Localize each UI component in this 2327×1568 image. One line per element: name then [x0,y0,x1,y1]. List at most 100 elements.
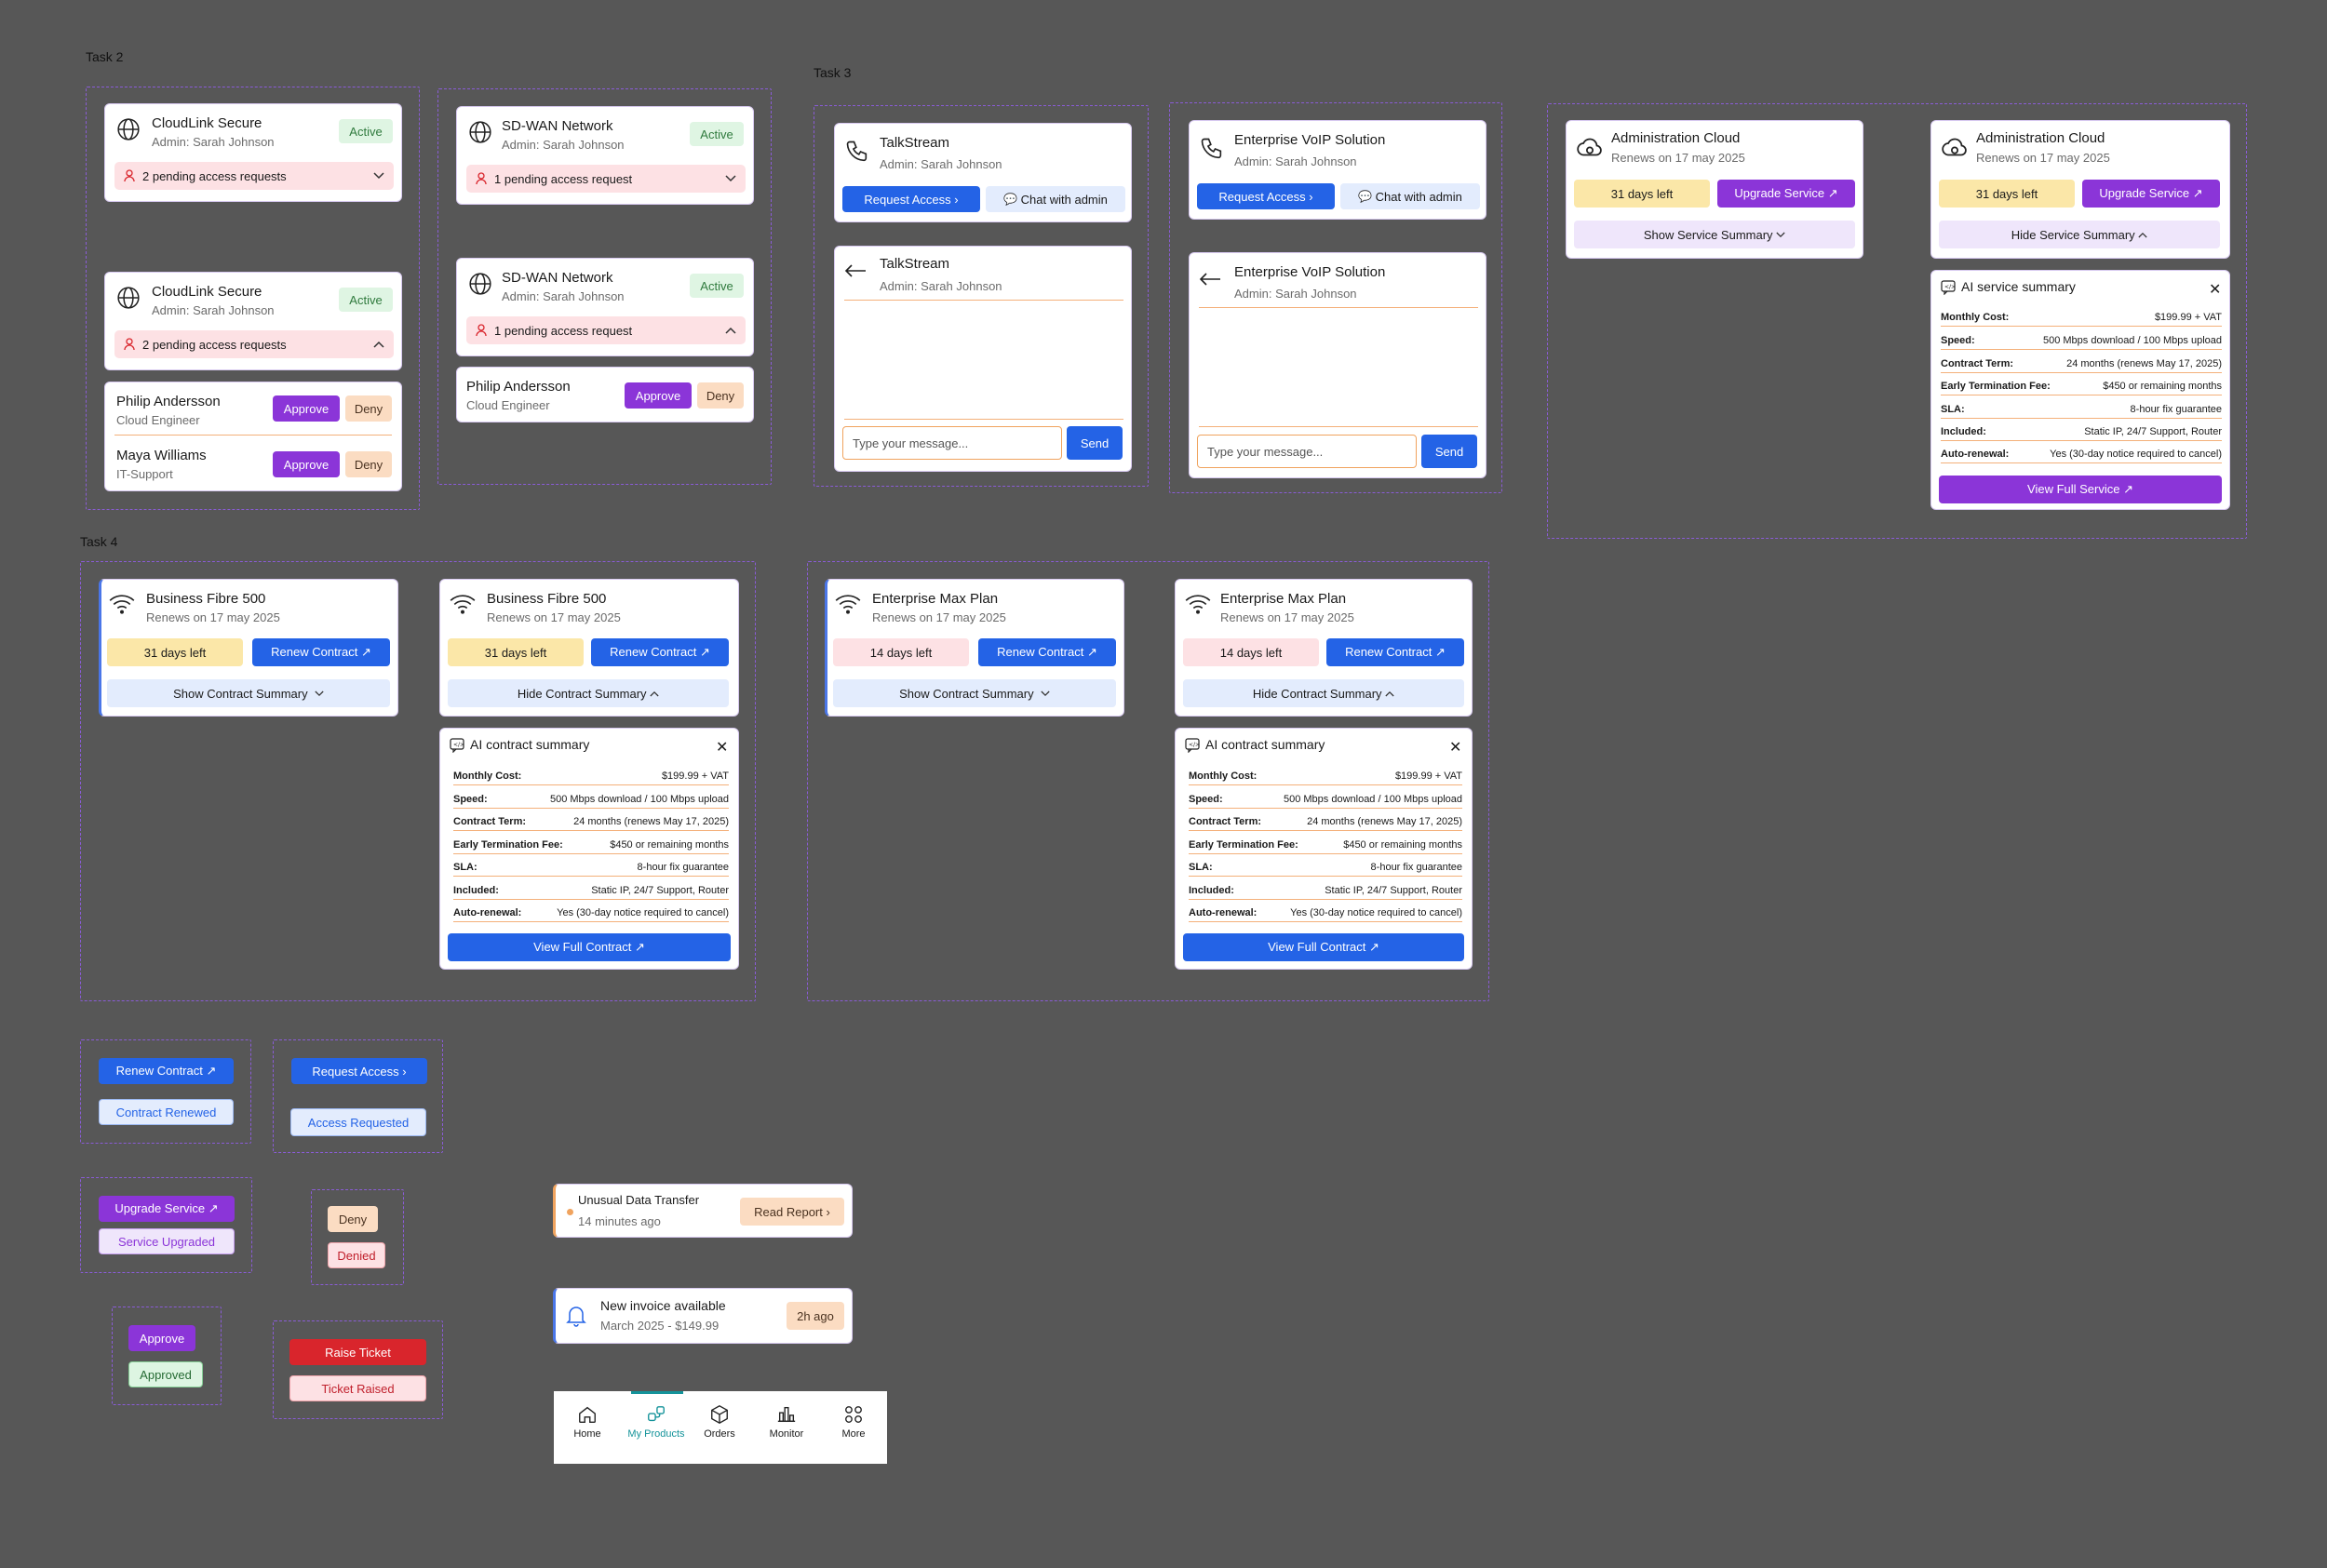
product-title: Enterprise Max Plan [1220,591,1347,607]
task4-label: Task 4 [80,534,118,549]
summary-value: Static IP, 24/7 Support, Router [2084,426,2222,437]
renew-contract-button[interactable]: Renew Contract ↗ [591,638,729,666]
message-input[interactable]: Type your message... [1197,435,1417,468]
renew-contract-button[interactable]: Renew Contract ↗ [978,638,1116,666]
summary-value: Yes (30-day notice required to cancel) [1290,907,1462,918]
approve-button[interactable]: Approve [273,395,340,422]
message-input[interactable]: Type your message... [842,426,1062,460]
request-access-label: Request Access [312,1064,399,1079]
summary-row: Early Termination Fee:$450 or remaining … [1941,381,2222,395]
approve-button[interactable]: Approve [625,382,692,409]
close-icon[interactable]: ✕ [2209,282,2222,298]
back-arrow-icon[interactable] [844,263,867,278]
renew-contract-button[interactable]: Renew Contract ↗ [1326,638,1464,666]
hide-service-summary-button[interactable]: Hide Service Summary [1939,221,2220,248]
product-title: TalkStream [880,135,950,151]
product-title: Administration Cloud [1611,130,1741,146]
summary-key: Early Termination Fee: [1189,839,1298,851]
back-arrow-icon[interactable] [1199,272,1221,287]
upgrade-service-button[interactable]: Upgrade Service ↗ [99,1196,235,1222]
summary-key: Early Termination Fee: [1941,381,2051,392]
summary-value: 24 months (renews May 17, 2025) [2066,358,2222,369]
nav-orders[interactable]: Orders [693,1404,746,1440]
nav-label: Monitor [769,1428,804,1440]
voip-card: Enterprise VoIP Solution Admin: Sarah Jo… [1189,120,1486,220]
view-full-service-button[interactable]: View Full Service ↗ [1939,476,2222,503]
approved-badge: Approved [128,1361,203,1387]
deny-button[interactable]: Deny [345,451,392,477]
admin-text: Admin: Sarah Johnson [1234,154,1357,168]
view-full-contract-button[interactable]: View Full Contract ↗ [448,933,731,961]
ai-service-summary-panel: </> AI service summary ✕ Monthly Cost:$1… [1930,270,2230,510]
request-access-label: Request Access [864,192,951,207]
deny-button[interactable]: Deny [345,395,392,422]
requester-name: Philip Andersson [116,394,221,409]
globe-icon [468,120,492,144]
product-title: Business Fibre 500 [146,591,266,607]
hide-contract-summary-button[interactable]: Hide Contract Summary [1183,679,1464,707]
summary-title: AI service summary [1961,279,2076,294]
show-contract-summary-button[interactable]: Show Contract Summary [833,679,1116,707]
product-title: CloudLink Secure [152,115,262,131]
talkstream-chat-panel: TalkStream Admin: Sarah Johnson Type you… [834,246,1132,472]
requester-role: Cloud Engineer [466,398,550,412]
show-service-summary-button[interactable]: Show Service Summary [1574,221,1855,248]
hide-contract-summary-button[interactable]: Hide Contract Summary [448,679,729,707]
send-button[interactable]: Send [1067,426,1123,460]
days-left-badge: 31 days left [1574,180,1710,208]
svg-text:</>: </> [453,742,464,748]
nav-monitor[interactable]: Monitor [760,1404,813,1440]
chat-with-admin-button[interactable]: 💬 Chat with admin [1340,183,1480,209]
access-requests-list: Philip Andersson Cloud Engineer Approve … [456,367,754,422]
enterprise-card-expanded: Enterprise Max Plan Renews on 17 may 202… [1175,579,1473,717]
summary-key: Included: [1941,426,1986,437]
status-badge: Active [690,274,744,298]
deny-button[interactable]: Deny [697,382,744,409]
request-access-button[interactable]: Request Access › [291,1058,427,1084]
request-access-button[interactable]: Request Access › [842,186,980,212]
product-title: Enterprise VoIP Solution [1234,132,1386,148]
renewal-date: Renews on 17 may 2025 [146,610,280,624]
summary-value: Static IP, 24/7 Support, Router [591,885,729,896]
view-full-contract-button[interactable]: View Full Contract ↗ [1183,933,1464,961]
pending-requests-toggle[interactable]: 1 pending access request [466,165,746,193]
deny-button[interactable]: Deny [328,1206,378,1232]
approve-button[interactable]: Approve [273,451,340,477]
pending-requests-toggle[interactable]: 2 pending access requests [114,330,394,358]
close-icon[interactable]: ✕ [716,740,729,756]
upgrade-service-button[interactable]: Upgrade Service ↗ [2082,180,2220,208]
raise-ticket-button[interactable]: Raise Ticket [289,1339,426,1365]
request-states-group [273,1039,443,1153]
nav-home[interactable]: Home [561,1404,613,1440]
chat-with-admin-button[interactable]: 💬 Chat with admin [986,186,1125,212]
summary-key: Included: [1189,885,1234,896]
summary-value: Yes (30-day notice required to cancel) [557,907,729,918]
pending-requests-toggle[interactable]: 2 pending access requests [114,162,394,190]
approve-button[interactable]: Approve [128,1325,195,1351]
active-indicator [631,1391,683,1394]
close-icon[interactable]: ✕ [1449,740,1462,756]
pending-label: 2 pending access requests [142,168,287,183]
bell-icon [565,1304,587,1328]
nav-my-products[interactable]: My Products [619,1404,693,1440]
nav-label: Orders [704,1428,735,1440]
nav-more[interactable]: More [827,1404,880,1440]
pending-requests-toggle[interactable]: 1 pending access request [466,316,746,344]
invoice-title: New invoice available [600,1298,726,1313]
renew-contract-button[interactable]: Renew Contract ↗ [252,638,390,666]
show-contract-summary-button[interactable]: Show Contract Summary [107,679,390,707]
summary-value: Static IP, 24/7 Support, Router [1325,885,1462,896]
task3-group-talkstream [814,105,1149,487]
deny-states-group [311,1189,404,1285]
pending-label: 1 pending access request [494,323,633,338]
request-access-button[interactable]: Request Access › [1197,183,1335,209]
send-button[interactable]: Send [1421,435,1477,468]
upgrade-service-button[interactable]: Upgrade Service ↗ [1717,180,1855,208]
read-report-button[interactable]: Read Report › [740,1198,844,1226]
task3-group-admin-cloud [1547,103,2247,539]
days-left-badge: 31 days left [107,638,243,666]
summary-value: $199.99 + VAT [661,771,729,782]
renew-contract-button[interactable]: Renew Contract ↗ [99,1058,234,1084]
product-title: Enterprise Max Plan [872,591,999,607]
summary-value: 8-hour fix guarantee [2130,404,2222,415]
